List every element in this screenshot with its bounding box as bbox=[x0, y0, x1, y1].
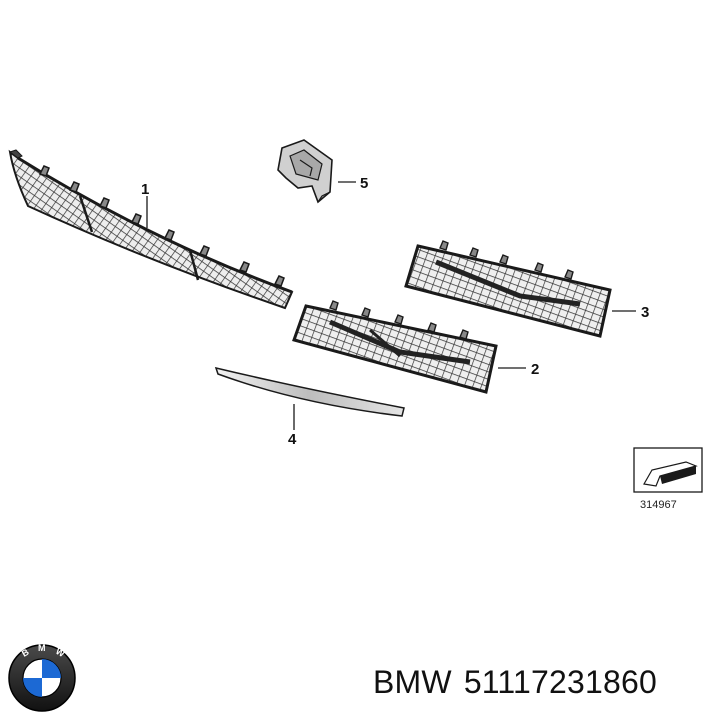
reference-box bbox=[633, 447, 703, 493]
part-5-bracket bbox=[277, 139, 333, 204]
caption-part-number: 51117231860 bbox=[463, 664, 658, 700]
callout-1: 1 bbox=[141, 181, 149, 198]
part-caption: BMW 51117231860 bbox=[373, 664, 657, 701]
caption-brand: BMW bbox=[373, 664, 452, 700]
callout-5: 5 bbox=[360, 175, 368, 192]
callout-3: 3 bbox=[641, 304, 649, 321]
part-2-left-grille bbox=[292, 300, 498, 394]
part-3-right-grille bbox=[404, 240, 612, 338]
callout-4: 4 bbox=[288, 431, 297, 448]
part-1-center-grille bbox=[8, 149, 294, 310]
bmw-logo-icon: B M W bbox=[8, 643, 76, 712]
logo-letter-m: M bbox=[38, 643, 46, 653]
part-4-trim-strip bbox=[214, 366, 405, 417]
callout-2: 2 bbox=[531, 361, 539, 378]
logo-letter-b: B bbox=[20, 647, 31, 659]
reference-number: 314967 bbox=[640, 499, 677, 511]
leader-lines bbox=[146, 181, 636, 430]
